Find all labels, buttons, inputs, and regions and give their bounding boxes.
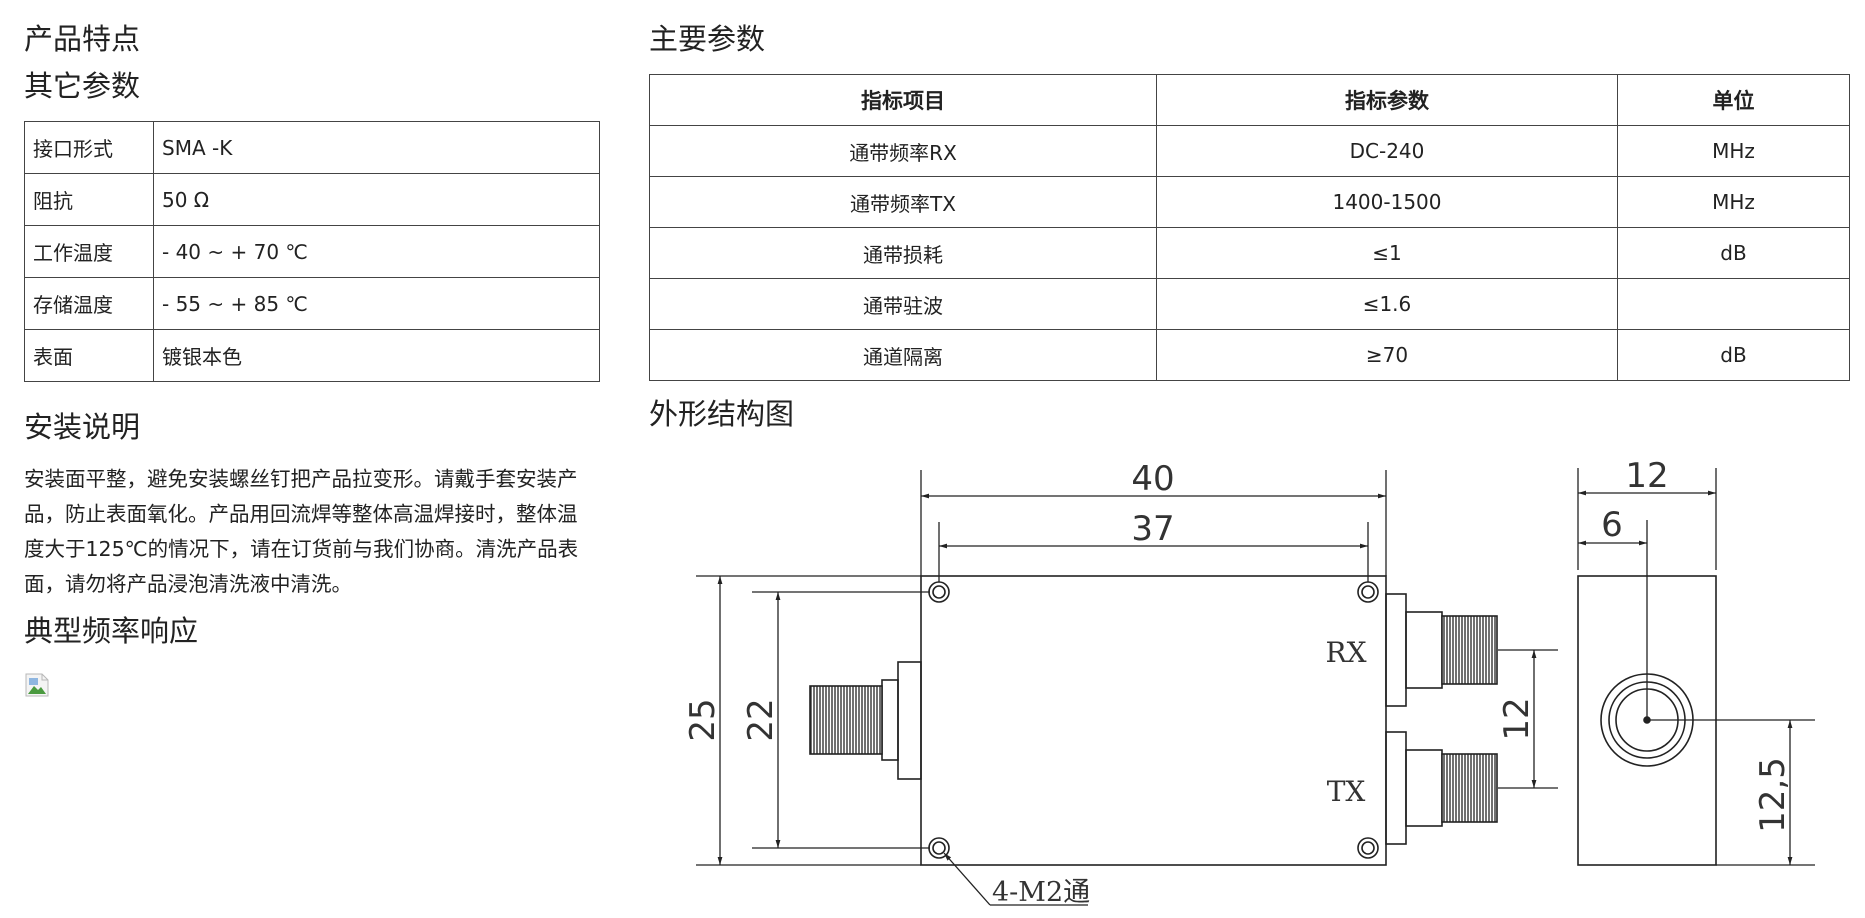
dim-hole-spacing-h: 22 bbox=[741, 698, 781, 741]
dim-total-width: 40 bbox=[1131, 459, 1174, 499]
install-text: 安装面平整，避免安装螺丝钉把产品拉变形。请戴手套安装产品，防止表面氧化。产品用回… bbox=[24, 467, 579, 596]
param-value: - 40 ~ + 70 ℃ bbox=[153, 225, 600, 278]
left-sma-connector bbox=[809, 661, 922, 780]
table-row: 通带驻波 ≤1.6 bbox=[649, 278, 1850, 330]
table-row: 存储温度 - 55 ~ + 85 ℃ bbox=[24, 277, 600, 330]
main-params-table: 指标项目 指标参数 单位 通带频率RX DC-240 MHz 通带频率TX 14… bbox=[649, 74, 1850, 381]
param-value: - 55 ~ + 85 ℃ bbox=[153, 277, 600, 330]
dim-side-width: 12 bbox=[1625, 456, 1668, 496]
param-label: 接口形式 bbox=[24, 121, 154, 174]
holes-label: 4-M2通 bbox=[992, 877, 1090, 908]
cell-item: 通带损耗 bbox=[649, 227, 1157, 279]
broken-image-icon bbox=[25, 673, 49, 697]
param-label: 阻抗 bbox=[24, 173, 154, 226]
table-row: 接口形式 SMA -K bbox=[24, 121, 600, 174]
param-label: 工作温度 bbox=[24, 225, 154, 278]
dim-total-height: 25 bbox=[683, 698, 723, 741]
table-row: 表面 镀银本色 bbox=[24, 329, 600, 382]
table-row: 通道隔离 ≥70 dB bbox=[649, 329, 1850, 381]
dim-side-center: 6 bbox=[1601, 505, 1623, 545]
cell-item: 通带频率RX bbox=[649, 125, 1157, 177]
mounting-holes bbox=[928, 581, 1379, 859]
features-title: 产品特点 bbox=[24, 22, 141, 56]
param-label: 表面 bbox=[24, 329, 154, 382]
rx-sma-connector bbox=[1385, 593, 1498, 707]
other-params-table: 接口形式 SMA -K 阻抗 50 Ω 工作温度 - 40 ~ + 70 ℃ 存… bbox=[24, 121, 600, 382]
port-label-rx: RX bbox=[1325, 636, 1366, 669]
other-params-title: 其它参数 bbox=[24, 69, 141, 103]
cell-value: ≥70 bbox=[1156, 329, 1618, 381]
header-item: 指标项目 bbox=[649, 74, 1157, 126]
header-unit: 单位 bbox=[1617, 74, 1850, 126]
cell-unit: dB bbox=[1617, 329, 1850, 381]
cell-item: 通带频率TX bbox=[649, 176, 1157, 228]
main-params-title: 主要参数 bbox=[649, 22, 766, 56]
install-title: 安装说明 bbox=[24, 410, 141, 444]
table-row: 工作温度 - 40 ~ + 70 ℃ bbox=[24, 225, 600, 278]
cell-unit: MHz bbox=[1617, 176, 1850, 228]
header-value: 指标参数 bbox=[1156, 74, 1618, 126]
tx-sma-connector bbox=[1385, 731, 1498, 845]
cell-value: DC-240 bbox=[1156, 125, 1618, 177]
cell-item: 通带驻波 bbox=[649, 278, 1157, 330]
table-row: 通带频率TX 1400-1500 MHz bbox=[649, 176, 1850, 228]
dim-side-height: 12,5 bbox=[1753, 757, 1793, 833]
dim-port-spacing: 12 bbox=[1497, 697, 1537, 740]
port-label-tx: TX bbox=[1327, 775, 1366, 808]
table-row: 通带损耗 ≤1 dB bbox=[649, 227, 1850, 279]
param-value: SMA -K bbox=[153, 121, 600, 174]
module-body bbox=[920, 575, 1387, 866]
drawing-title: 外形结构图 bbox=[649, 397, 795, 431]
cell-value: 1400-1500 bbox=[1156, 176, 1618, 228]
dim-hole-spacing-w: 37 bbox=[1131, 509, 1174, 549]
table-header-row: 指标项目 指标参数 单位 bbox=[649, 74, 1850, 126]
param-value: 镀银本色 bbox=[153, 329, 600, 382]
response-title: 典型频率响应 bbox=[24, 614, 199, 648]
